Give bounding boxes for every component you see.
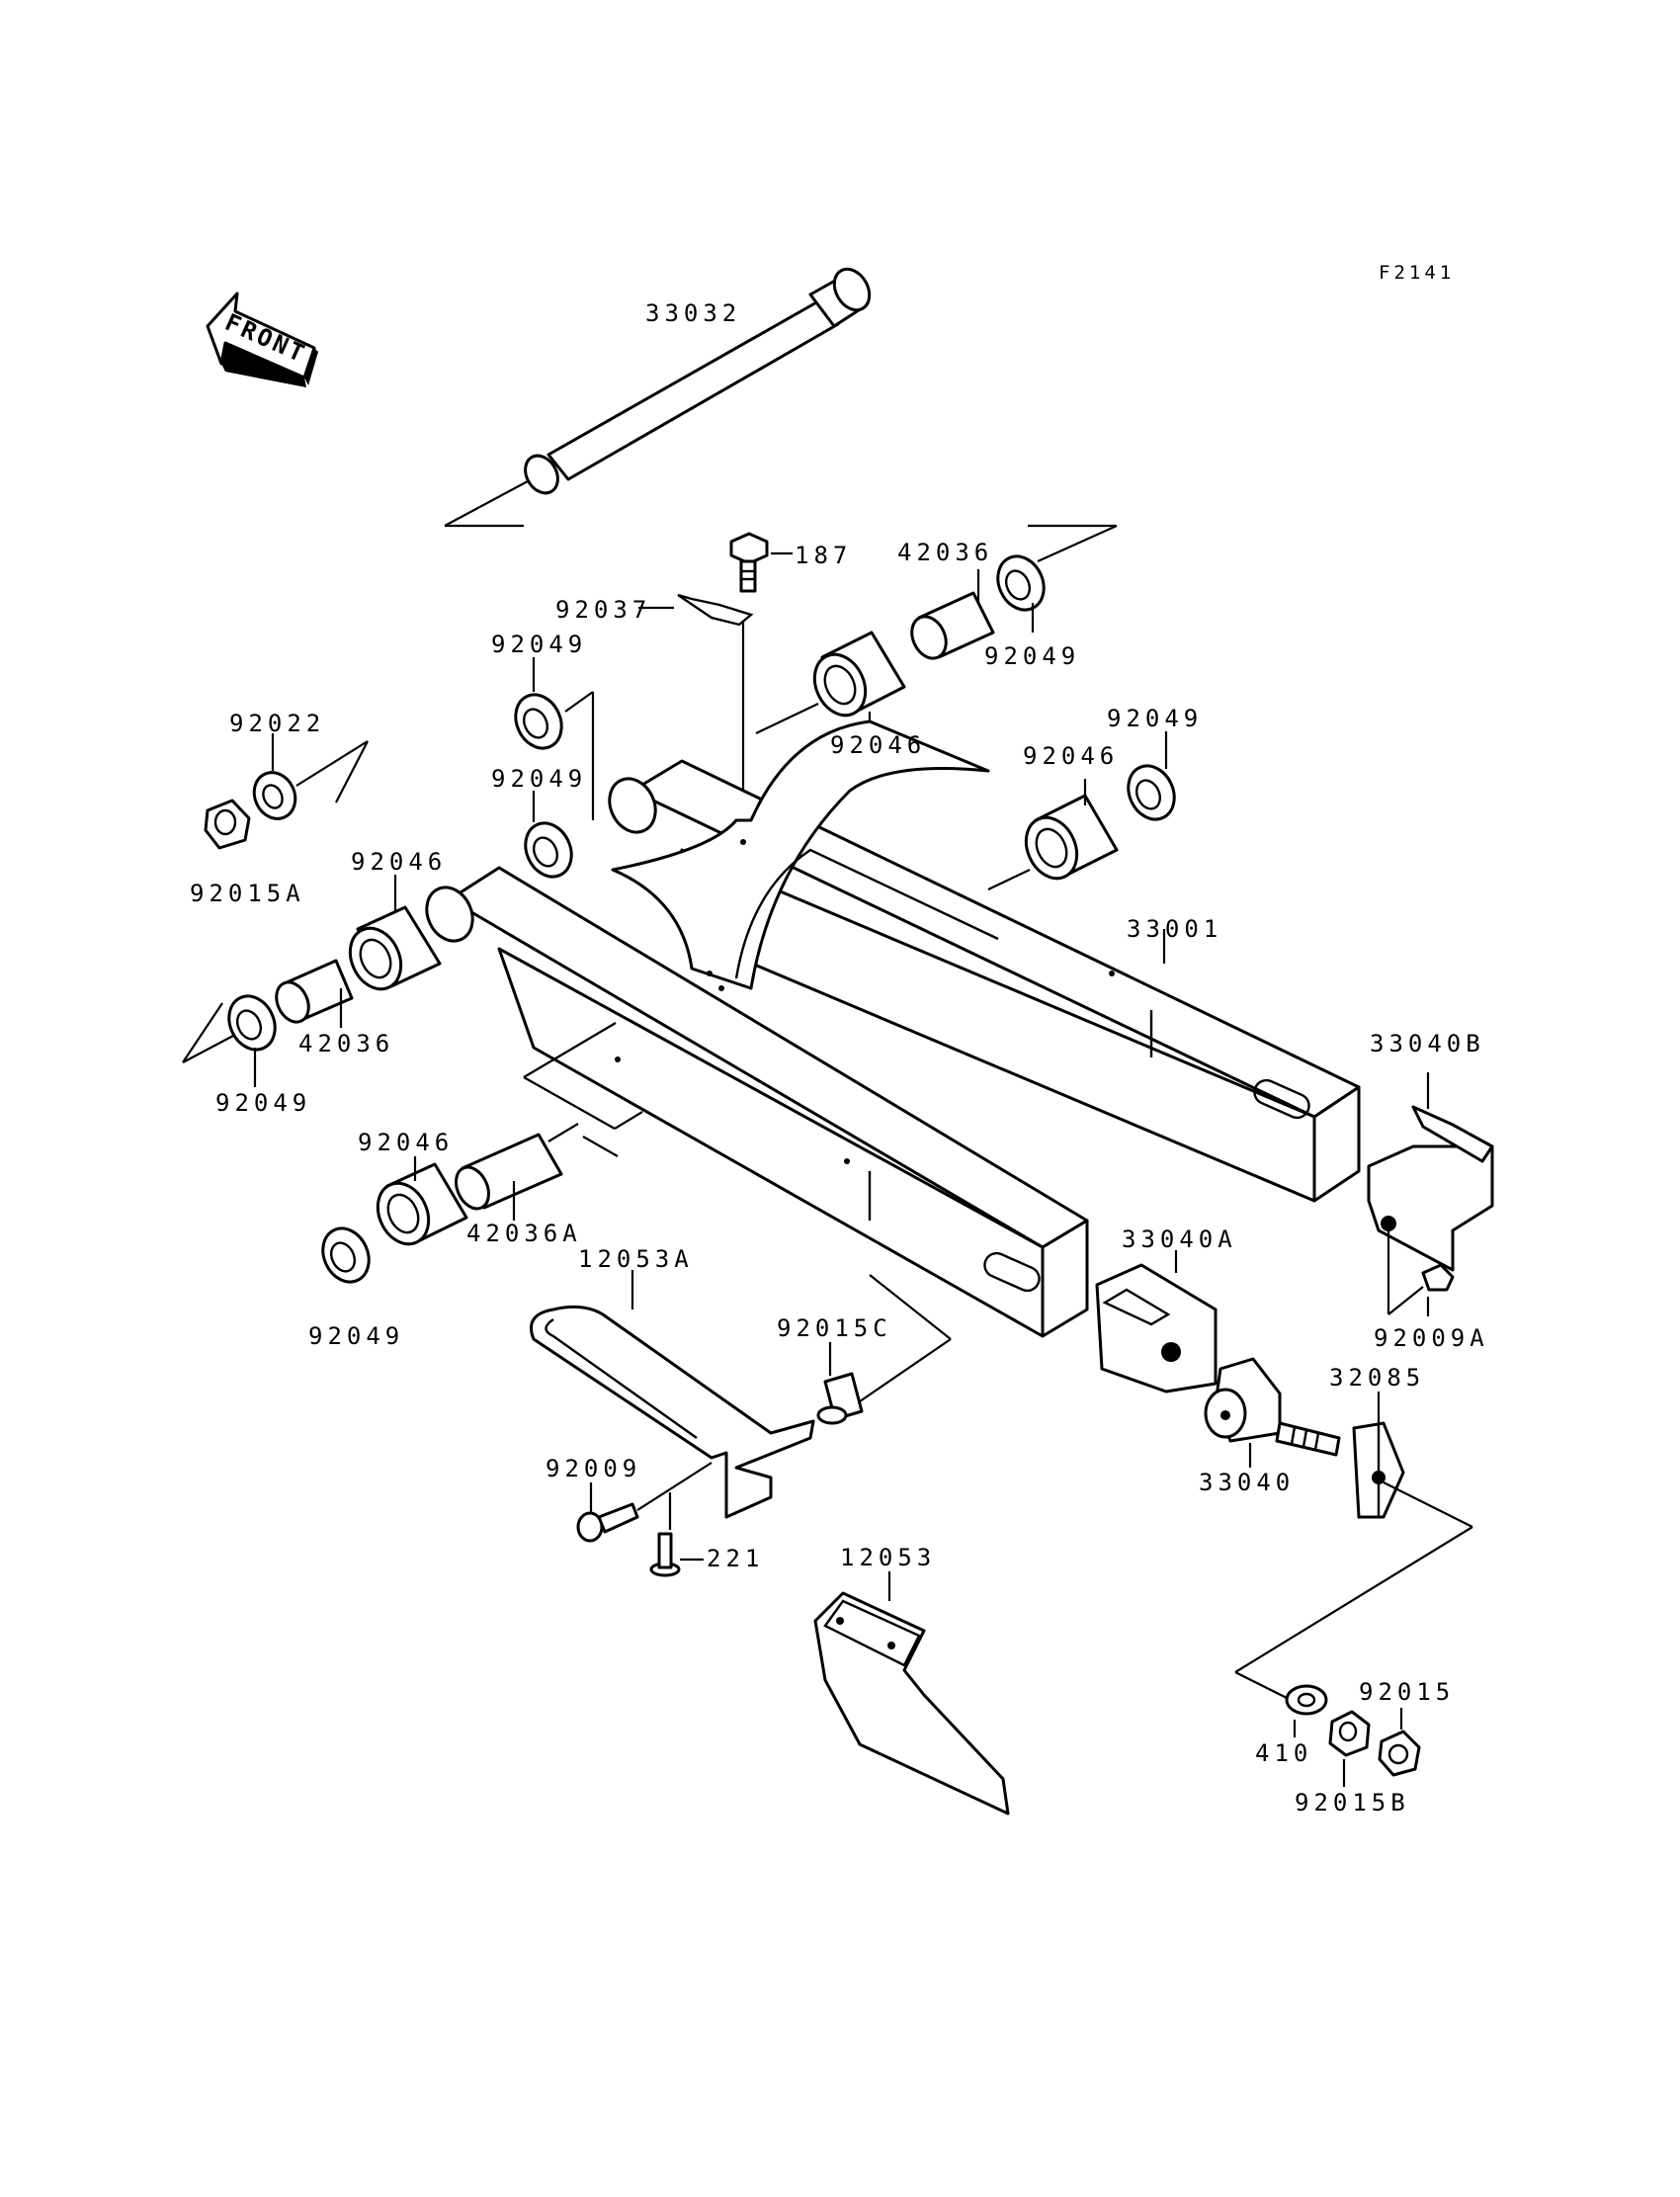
label-42036a: 42036A bbox=[466, 1220, 582, 1247]
label-42036-top: 42036 bbox=[897, 539, 993, 566]
label-92049-lower: 92049 bbox=[308, 1322, 404, 1350]
collar-42036-left bbox=[275, 959, 354, 1028]
label-42036-left: 42036 bbox=[298, 1030, 394, 1057]
label-92015b: 92015B bbox=[1295, 1789, 1410, 1817]
label-12053: 12053 bbox=[840, 1544, 936, 1571]
label-92009a: 92009A bbox=[1374, 1324, 1489, 1352]
block-32085 bbox=[1234, 1392, 1473, 1699]
label-187: 187 bbox=[795, 542, 852, 569]
label-92049-mid: 92049 bbox=[491, 765, 587, 793]
label-33040b: 33040B bbox=[1370, 1030, 1485, 1057]
nut-92015 bbox=[1378, 1708, 1421, 1777]
label-33001: 33001 bbox=[1127, 915, 1222, 943]
part-labels: 33032 187 42036 92037 92049 92049 92046 … bbox=[190, 299, 1489, 1817]
collar-42036-top bbox=[910, 569, 995, 660]
label-92049-upper-left: 92049 bbox=[491, 631, 587, 658]
chain-guide-12053a bbox=[530, 1270, 815, 1519]
label-92046-top: 92046 bbox=[830, 731, 926, 759]
seal-92049-left bbox=[182, 994, 277, 1087]
adjuster-33040b bbox=[1367, 1072, 1494, 1314]
washer-92022 bbox=[252, 733, 369, 820]
bearing-92046-top bbox=[755, 631, 906, 736]
seal-92049-lower bbox=[321, 1226, 371, 1284]
screw-221 bbox=[649, 1492, 704, 1577]
label-410: 410 bbox=[1255, 1739, 1312, 1767]
bolt-92009a bbox=[1387, 1263, 1455, 1316]
guide-line-a bbox=[523, 1022, 617, 1078]
front-arrow-icon: FRONT bbox=[206, 292, 318, 387]
label-92022: 92022 bbox=[229, 710, 325, 737]
figure-code: F2141 bbox=[1379, 262, 1455, 284]
label-221: 221 bbox=[707, 1545, 764, 1572]
swingarm-33001 bbox=[425, 719, 1361, 1338]
label-92049-right: 92049 bbox=[1107, 705, 1203, 732]
label-92009: 92009 bbox=[546, 1455, 641, 1482]
bolt-187 bbox=[729, 532, 793, 593]
nut-92015a bbox=[204, 799, 251, 850]
label-92046-lower: 92046 bbox=[358, 1129, 454, 1156]
seal-92049-right bbox=[1127, 731, 1176, 821]
seal-92049-upper-left bbox=[514, 657, 595, 820]
label-12053a: 12053A bbox=[578, 1245, 694, 1273]
label-33040: 33040 bbox=[1199, 1469, 1295, 1496]
label-92015c: 92015C bbox=[777, 1314, 892, 1342]
seal-92049-top-right bbox=[996, 524, 1118, 633]
bearing-92046-lower bbox=[376, 1156, 468, 1246]
bolt-92009 bbox=[576, 1462, 713, 1543]
bearing-92046-left bbox=[348, 875, 442, 991]
adjuster-33040a bbox=[1095, 1250, 1218, 1394]
label-92049-left: 92049 bbox=[215, 1089, 311, 1117]
bearing-92046-right bbox=[987, 779, 1119, 890]
label-92015a: 92015A bbox=[190, 880, 305, 907]
label-92037: 92037 bbox=[555, 596, 651, 624]
label-33032: 33032 bbox=[645, 299, 741, 327]
collar-92015c bbox=[816, 1274, 952, 1425]
label-92049-top-right: 92049 bbox=[984, 642, 1080, 670]
guide-line-d bbox=[582, 1136, 619, 1157]
label-33040a: 33040A bbox=[1122, 1225, 1237, 1253]
pivot-shaft-33032 bbox=[444, 267, 872, 528]
label-32085: 32085 bbox=[1329, 1364, 1425, 1392]
guide-line-c bbox=[614, 1111, 643, 1130]
label-92046-right: 92046 bbox=[1023, 742, 1119, 770]
adjuster-bolt-33040 bbox=[1204, 1357, 1341, 1468]
collar-42036a bbox=[455, 1123, 579, 1221]
label-92015: 92015 bbox=[1359, 1678, 1455, 1706]
seal-92049-mid bbox=[524, 791, 573, 879]
nut-92015b bbox=[1328, 1710, 1371, 1787]
washer-410 bbox=[1285, 1684, 1328, 1737]
label-92046-left: 92046 bbox=[351, 848, 447, 876]
guide-line-b bbox=[523, 1076, 616, 1130]
chain-cover-12053 bbox=[813, 1571, 1010, 1816]
